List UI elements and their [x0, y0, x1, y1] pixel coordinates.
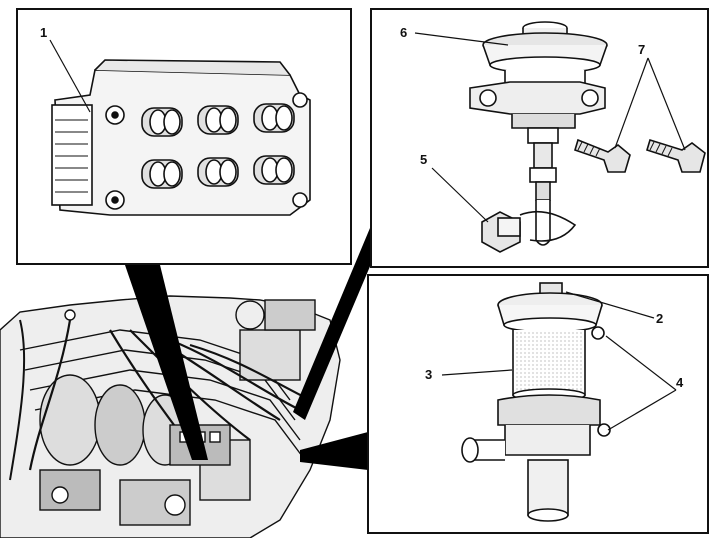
panel-egr-valve: 6 7 5 — [370, 8, 709, 268]
callout-1: 1 — [40, 25, 47, 40]
leader-line-5 — [431, 167, 489, 223]
leader-line-4a — [605, 335, 677, 391]
leader-line-2 — [565, 291, 655, 319]
callout-3: 3 — [425, 367, 432, 382]
panel-air-valve: 2 3 4 — [367, 274, 709, 534]
leader-line-7b — [647, 57, 686, 151]
pointer-wedge-egr — [293, 228, 382, 420]
leader-line-7a — [614, 57, 649, 149]
callout-4: 4 — [676, 375, 684, 390]
pointer-wedge-air-valve — [300, 432, 368, 470]
callout-6: 6 — [400, 25, 407, 40]
pointer-wedge-coil — [125, 265, 208, 460]
pointer-wedges — [125, 228, 382, 470]
callout-5: 5 — [420, 152, 427, 167]
leader-line-3 — [441, 369, 513, 376]
leader-line-4b — [607, 389, 677, 431]
callout-2: 2 — [656, 311, 663, 326]
leader-line-6 — [414, 32, 509, 46]
callout-7: 7 — [638, 42, 645, 57]
panel-coil-pack: 1 — [16, 8, 352, 265]
leader-line-1 — [49, 39, 91, 113]
